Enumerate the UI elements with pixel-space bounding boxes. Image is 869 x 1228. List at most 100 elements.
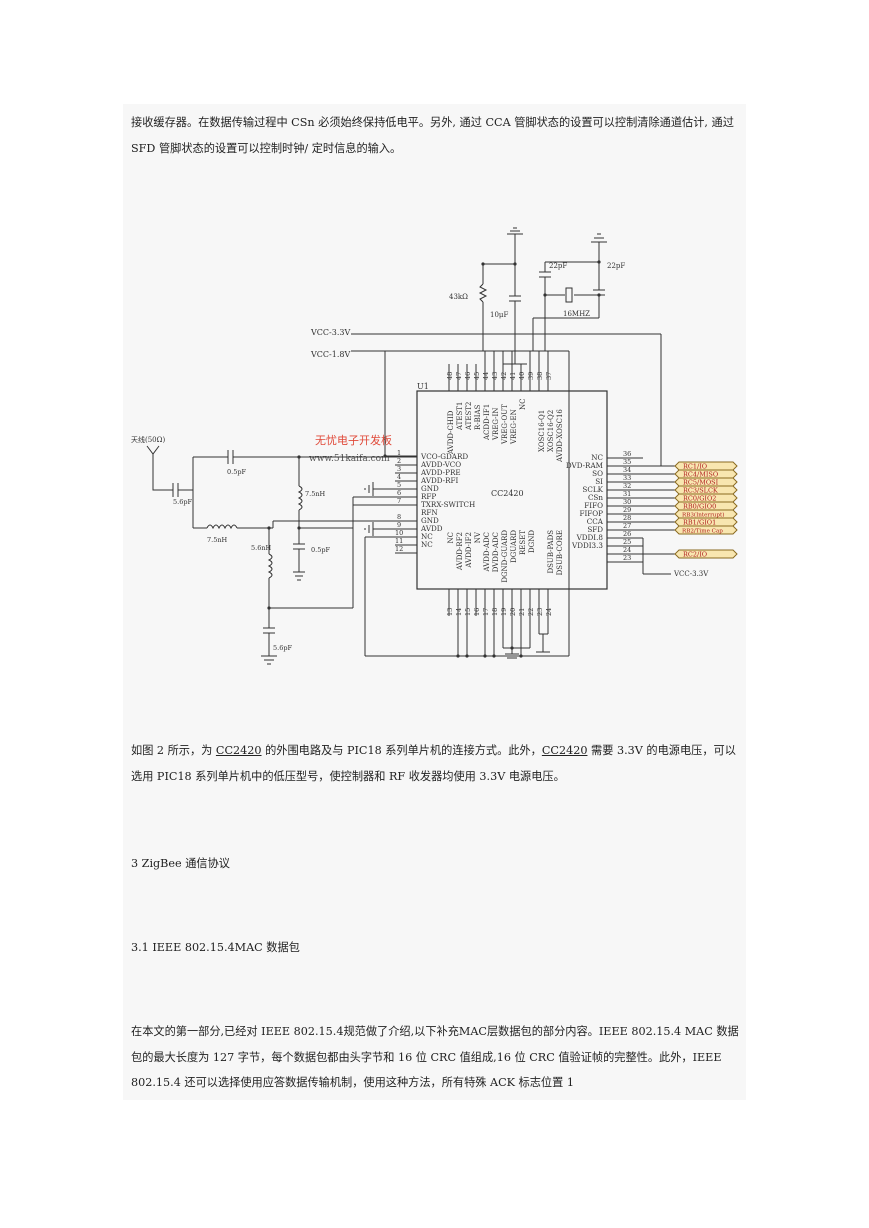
svg-text:AVDD-XOSC16: AVDD-XOSC16 [556,409,564,463]
svg-text:35: 35 [623,458,631,466]
svg-text:NV: NV [474,531,482,543]
svg-text:15: 15 [464,608,472,616]
svg-text:27: 27 [623,522,631,530]
svg-text:DGND-GUARD: DGND-GUARD [501,530,509,583]
svg-text:44: 44 [482,372,490,380]
svg-text:VREG-IN: VREG-IN [492,408,500,441]
svg-text:8: 8 [397,513,401,521]
svg-text:4: 4 [397,473,401,481]
svg-text:33: 33 [623,474,631,482]
svg-text:23: 23 [623,554,631,562]
svg-text:34: 34 [623,466,631,474]
svg-text:11: 11 [395,537,403,545]
label-resistor: 43kΩ [449,293,468,301]
svg-text:VDDI3.3: VDDI3.3 [571,541,603,550]
svg-text:GND: GND [421,516,439,525]
label-cap-22p-a: 22pF [549,262,567,270]
link-cc2420[interactable]: CC2420 [215,744,262,757]
text-run: 需要 3.3V 的电源电压，可以选用 PIC18 系列单片机中的低压型号，使控制… [131,744,736,783]
svg-text:VREG-OUT: VREG-OUT [501,404,509,445]
svg-text:12: 12 [395,545,403,553]
svg-text:RC0/GIO2: RC0/GIO2 [683,495,716,503]
svg-text:RESET: RESET [519,530,527,555]
svg-text:AVDD-ADC: AVDD-ADC [483,532,491,573]
bottom-pins [448,589,549,656]
top-pin-stubs [448,351,549,391]
paragraph-mac-packet: 在本文的第一部分,已经对 IEEE 802.15.4规范做了介绍,以下补充MAC… [131,1025,739,1089]
label-crystal: 16MHZ [563,310,590,318]
right-pin-labels: NC DVD-RAM SO SI SCLK CSn FIFO FIFOP CCA… [566,453,604,550]
svg-text:25: 25 [623,538,631,546]
svg-text:38: 38 [536,372,544,380]
svg-text:2: 2 [397,457,401,465]
svg-text:RFN: RFN [421,508,438,517]
svg-text:RC5/MOSI: RC5/MOSI [683,479,719,487]
svg-text:ACDD-IF1: ACDD-IF1 [483,404,491,441]
svg-text:13: 13 [446,608,454,616]
svg-text:DVDD-ADC: DVDD-ADC [492,532,500,572]
svg-text:9: 9 [397,521,401,529]
svg-text:23: 23 [536,608,544,616]
label-cap-56p-b: 5.6pF [273,644,292,652]
bottom-pin-labels: NC AVDD-RF2 AVDD-IF2 NV AVDD-ADC DVDD-AD… [447,530,564,583]
svg-text:14: 14 [455,608,463,616]
text-run: 的外围电路及与 PIC18 系列单片机的连接方式。此外， [261,744,542,757]
svg-text:16: 16 [473,608,481,616]
svg-text:7: 7 [397,497,401,505]
svg-text:26: 26 [623,530,631,538]
svg-text:AVDD: AVDD [420,524,443,533]
svg-text:RB2/Time Cap: RB2/Time Cap [682,529,723,535]
svg-text:AVDD-RFI: AVDD-RFI [420,476,459,485]
svg-text:22: 22 [527,608,535,616]
svg-text:XOSC16-Q1: XOSC16-Q1 [538,410,546,452]
svg-text:36: 36 [623,450,631,458]
svg-text:17: 17 [482,608,490,616]
svg-text:3: 3 [397,465,401,473]
label-cap-22p-b: 22pF [607,262,625,270]
left-pins [273,456,417,554]
top-pin-labels: AVDD-CHID ATEST1 ATEST2 R-BIAS ACDD-IF1 … [447,399,564,463]
link-cc2420-second[interactable]: CC2420 [541,744,588,757]
paragraph-figure-description: 如图 2 所示，为 CC2420 的外围电路及与 PIC18 系列单片机的连接方… [131,738,741,790]
svg-text:AVDD-RF2: AVDD-RF2 [456,532,464,571]
watermark-url: www.51kaifa.com [309,454,390,464]
svg-text:AVDD-IF2: AVDD-IF2 [465,532,473,569]
svg-text:RC4/MISO: RC4/MISO [683,471,718,479]
svg-text:6: 6 [397,489,401,497]
svg-text:XOSC16-Q2: XOSC16-Q2 [547,410,555,452]
svg-text:R-BIAS: R-BIAS [474,404,482,430]
svg-text:10: 10 [395,529,403,537]
svg-text:RB3(Interrupt): RB3(Interrupt) [682,512,724,519]
watermark-cn: 无忧电子开发板 [315,433,392,447]
svg-text:ATEST2: ATEST2 [465,402,473,431]
subsection-heading-mac: 3.1 IEEE 802.15.4MAC 数据包 [131,941,300,954]
label-vcc33-right: VCC-3.3V [673,570,709,578]
svg-text:DGND: DGND [528,530,536,553]
label-vcc18: VCC-1.8V [310,350,350,359]
label-vcc33: VCC-3.3V [310,328,350,337]
svg-text:28: 28 [623,514,631,522]
svg-text:AVDD-CHID: AVDD-CHID [447,410,455,455]
svg-text:NC: NC [519,399,527,410]
svg-text:DVD-RAM: DVD-RAM [566,461,603,470]
svg-text:SI: SI [595,477,603,486]
svg-text:RB0/GIO0: RB0/GIO0 [683,503,716,511]
label-cap-05p-a: 0.5pF [227,468,246,476]
svg-text:CSn: CSn [588,493,603,502]
svg-text:RC2/IO: RC2/IO [683,551,707,559]
svg-text:RC3/SLCK: RC3/SLCK [683,487,718,495]
svg-text:37: 37 [545,372,553,380]
left-pin-labels: VCO-GDARD AVDD-VCO AVDD-PRE AVDD-RFI GND… [420,452,475,549]
svg-text:DGUARD: DGUARD [510,530,518,563]
svg-text:SFD: SFD [587,525,603,534]
svg-text:20: 20 [509,608,517,616]
svg-text:46: 46 [464,372,472,380]
label-ind-56: 5.6nH [251,544,272,552]
svg-text:24: 24 [545,608,553,616]
svg-text:NC: NC [421,532,433,541]
svg-text:21: 21 [518,608,526,616]
svg-text:RC1/IO: RC1/IO [683,463,707,471]
svg-text:43: 43 [491,372,499,380]
chip-name: CC2420 [491,489,524,498]
svg-text:GND: GND [421,484,439,493]
